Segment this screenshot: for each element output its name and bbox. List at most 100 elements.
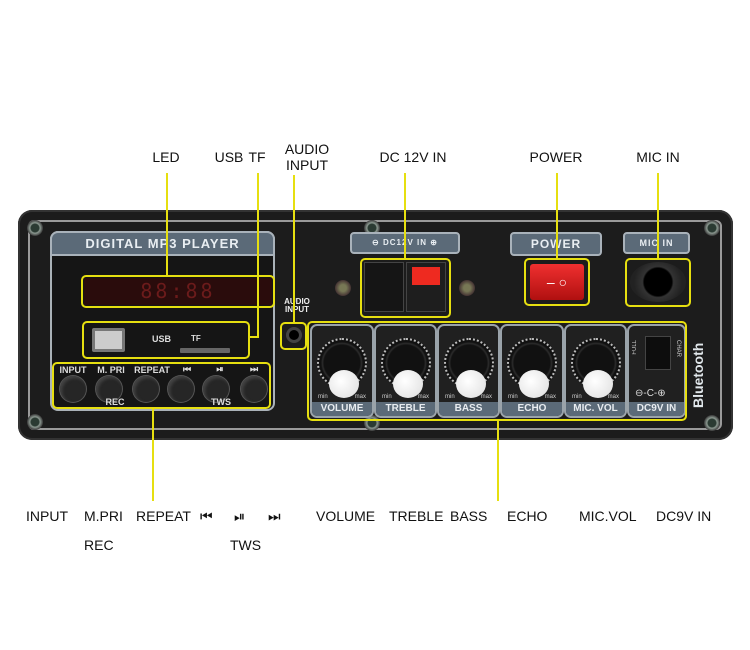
bottom-label-repeat: REPEAT [136,508,191,524]
max-label: max [544,394,556,400]
min-label: min [508,394,518,400]
callout-audio-input-1: AUDIO [284,141,330,157]
input-button[interactable] [60,376,86,402]
mic-callout-line [657,173,659,259]
bottom-label-bass: BASS [450,508,488,524]
led-callout-line [166,173,168,276]
screw-icon [704,220,720,236]
echo-label: ECHO [502,402,562,416]
mpri-rec-button[interactable] [96,376,122,402]
buttons-callout-line [152,409,154,501]
bottom-label-next: ⏭ [268,508,281,524]
min-label: min [382,394,392,400]
min-label: min [572,394,582,400]
usb-callout-line [257,173,259,338]
dc12v-negative-terminal[interactable] [364,262,404,312]
callout-usb: USB [214,149,244,165]
min-label: min [445,394,455,400]
dc12v-highlight [360,258,451,318]
usb-tf-highlight [82,321,250,359]
knob-cap[interactable] [519,370,549,398]
dc9v-section: FULL CHAR ⊖-C-⊕ DC9V IN [627,324,686,418]
audio-input-highlight [280,322,307,350]
callout-dc12v: DC 12V IN [379,149,447,165]
led-highlight [81,275,275,308]
volume-label: VOLUME [312,402,372,416]
knob-cap[interactable] [329,370,359,398]
max-label: max [354,394,366,400]
mic-vol-label: MIC. VOL [566,402,625,416]
bottom-label-tws: TWS [230,537,262,553]
max-label: max [607,394,619,400]
led-display: 88:88 [84,278,272,305]
audio-label-2: INPUT [285,305,309,314]
dc9v-jack[interactable] [645,336,671,370]
plus-icon: ⊕ [427,238,438,247]
screw-icon [459,280,475,296]
polarity-icon: ⊖-C-⊕ [635,388,666,399]
dc9v-label: DC9V IN [629,402,684,416]
power-callout-line [556,173,558,259]
callout-audio-input-2: INPUT [286,157,328,173]
button-label-previous: ⏮ [182,364,192,374]
bottom-label-previous: ⏮ [200,508,213,524]
max-label: max [417,394,429,400]
knob-cap[interactable] [582,370,613,398]
screw-icon [704,415,720,431]
bluetooth-label: Bluetooth [690,342,706,408]
tf-label: TF [191,334,201,343]
max-label: max [480,394,492,400]
screw-icon [27,414,43,430]
button-label-repeat: REPEAT [134,365,170,375]
knob-cap[interactable] [455,370,486,398]
char-label: CHAR [675,340,681,358]
minus-icon: ⊖ [372,238,383,247]
dc12v-callout-line [404,173,406,259]
bottom-label-treble: TREBLE [389,508,444,524]
mic-strip: MIC IN [623,232,690,254]
bass-label: BASS [439,402,498,416]
screw-icon [27,220,43,236]
bottom-label-mpri: M.PRI [84,508,123,524]
usb-port[interactable] [92,328,125,352]
tf-slot[interactable] [180,348,230,353]
treble-label: TREBLE [376,402,435,416]
button-label-mpri: M. PRI [97,365,125,375]
audio-input-jack[interactable] [286,327,302,343]
bottom-label-mic-vol: MIC.VOL [579,508,637,524]
mic-in-jack[interactable] [630,262,686,302]
knobs-callout-line [497,421,499,501]
mp3-title: DIGITAL MP3 PLAYER [50,231,275,256]
bottom-label-input: INPUT [26,508,68,524]
callout-tf: TF [248,149,266,165]
power-highlight [524,258,590,306]
usb-label: USB [152,334,172,344]
dc12v-positive-terminal[interactable] [406,262,446,312]
audio-callout-line [293,175,295,323]
play-pause-button[interactable] [203,376,229,402]
usb-callout-line-h [249,336,259,338]
repeat-button[interactable] [133,376,159,402]
button-label-next: ⏭ [249,364,259,374]
power-switch[interactable]: – ○ [530,264,584,300]
min-label: min [318,394,328,400]
previous-button[interactable] [168,376,194,402]
bottom-label-play-pause: ⏯ [234,508,246,524]
button-label-input: INPUT [59,365,87,375]
screw-icon [335,280,351,296]
bottom-label-rec: REC [84,537,114,553]
knob-cap[interactable] [392,370,423,398]
mic-in-highlight [625,258,691,307]
callout-mic-in: MIC IN [636,149,680,165]
bottom-label-echo: ECHO [507,508,548,524]
next-button[interactable] [241,376,267,402]
audio-label-1: AUDIO [284,297,310,306]
bottom-label-volume: VOLUME [316,508,376,524]
callout-led: LED [152,149,180,165]
